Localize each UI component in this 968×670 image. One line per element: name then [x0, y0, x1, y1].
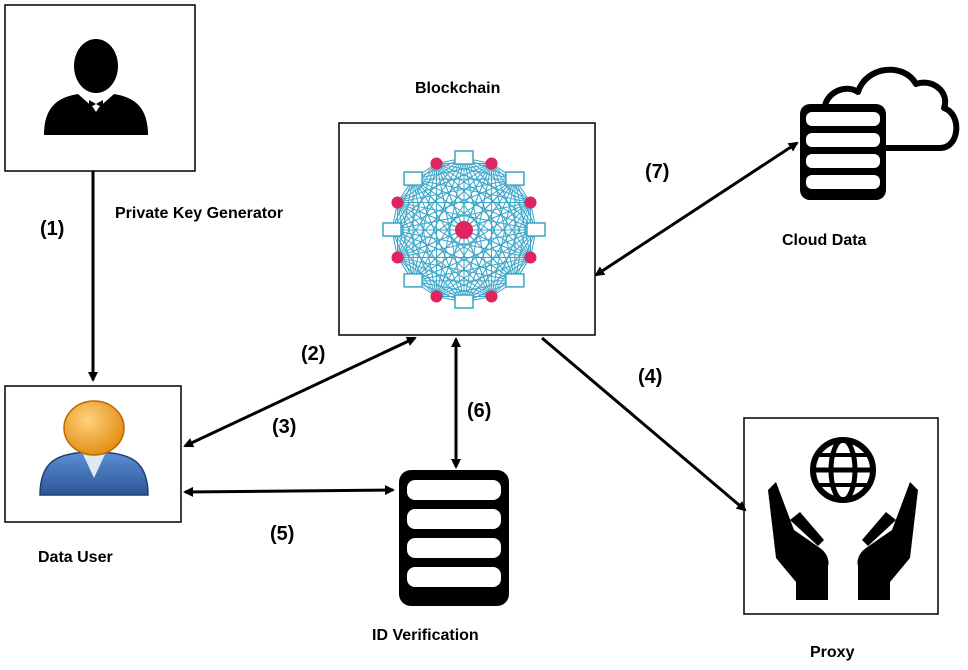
private-key-generator-label: Private Key Generator	[115, 205, 283, 222]
database-stack-icon	[800, 104, 886, 200]
mesh-link	[436, 178, 516, 297]
mesh-node	[455, 221, 473, 239]
mesh-link	[412, 178, 492, 297]
mesh-link	[463, 163, 493, 303]
mesh-link	[397, 202, 465, 303]
mesh-link	[391, 229, 492, 297]
edge-label-4: (4)	[638, 366, 662, 388]
mesh-node	[430, 290, 443, 303]
mesh-link	[412, 163, 437, 282]
mesh-device	[382, 222, 402, 237]
mesh-link	[463, 178, 516, 231]
network-mesh-icon	[382, 150, 546, 309]
mesh-link	[396, 202, 414, 282]
id-verification-label: ID Verification	[372, 627, 479, 644]
blockchain-node	[338, 122, 596, 336]
mesh-device	[403, 273, 423, 288]
mesh-node	[391, 251, 404, 264]
mesh-link	[397, 201, 465, 231]
mesh-link	[436, 163, 531, 203]
mesh-link	[491, 163, 537, 231]
mesh-link	[412, 280, 492, 298]
mesh-device	[403, 171, 423, 186]
mesh-link	[463, 157, 493, 297]
mesh-link	[391, 229, 437, 297]
mesh-link	[463, 163, 493, 231]
mesh-link	[491, 229, 537, 297]
mesh-device	[454, 150, 474, 165]
mesh-link	[463, 157, 531, 203]
mesh-link	[397, 157, 465, 203]
mesh-node	[485, 290, 498, 303]
mesh-link	[435, 229, 465, 297]
mesh-link	[397, 201, 537, 231]
mesh-link	[391, 163, 437, 231]
edge-label-5: (5)	[270, 523, 294, 545]
mesh-link	[412, 162, 492, 180]
mesh-node	[430, 157, 443, 170]
edge-label-7: (7)	[645, 161, 669, 183]
globe-hands-icon	[768, 437, 918, 600]
mesh-link	[463, 229, 516, 282]
mesh-node	[485, 157, 498, 170]
mesh-link	[463, 201, 531, 231]
mesh-link	[397, 229, 537, 259]
edge-2-3	[183, 336, 417, 448]
mesh-link	[397, 257, 465, 303]
mesh-link	[436, 163, 537, 231]
private-key-generator-node	[4, 4, 196, 172]
mesh-node	[391, 196, 404, 209]
mesh-link	[412, 178, 437, 297]
id-verification-node	[399, 470, 509, 606]
mesh-device	[505, 273, 525, 288]
mesh-link	[514, 202, 532, 282]
mesh-link	[397, 178, 516, 258]
data-user-node	[4, 385, 182, 523]
mesh-link	[396, 178, 414, 258]
proxy-label: Proxy	[810, 644, 855, 661]
mesh-link	[514, 178, 532, 258]
mesh-link	[436, 280, 516, 298]
mesh-link	[412, 178, 537, 231]
mesh-link	[412, 163, 492, 282]
database-stack-icon	[399, 470, 509, 606]
mesh-link	[463, 257, 531, 303]
cloud-data-node	[800, 66, 960, 200]
mesh-link	[463, 229, 493, 297]
edge-label-6: (6)	[467, 400, 491, 422]
mesh-link	[412, 202, 531, 282]
mesh-node	[524, 251, 537, 264]
mesh-link	[412, 178, 531, 258]
edge-5	[183, 485, 395, 497]
mesh-link	[436, 163, 516, 282]
mesh-link	[412, 229, 465, 282]
proxy-node	[743, 417, 939, 615]
mesh-node	[524, 196, 537, 209]
edge-label-1: (1)	[40, 218, 64, 240]
mesh-link	[435, 163, 465, 231]
data-user-label: Data User	[38, 549, 113, 566]
mesh-link	[391, 201, 531, 231]
mesh-device	[526, 222, 546, 237]
mesh-device	[454, 294, 474, 309]
mesh-link	[463, 229, 531, 259]
mesh-link	[436, 162, 516, 180]
edge-4	[541, 336, 747, 512]
mesh-link	[436, 163, 531, 258]
mesh-link	[391, 229, 531, 259]
edge-label-3: (3)	[272, 416, 296, 438]
cloud-data-label: Cloud Data	[782, 232, 867, 249]
user-avatar-icon	[39, 400, 149, 496]
mesh-link	[397, 229, 465, 259]
admin-person-icon	[44, 39, 148, 135]
edge-7	[594, 141, 799, 277]
blockchain-label: Blockchain	[415, 80, 500, 97]
mesh-link	[435, 163, 465, 303]
mesh-link	[435, 157, 465, 297]
edge-label-2: (2)	[301, 343, 325, 365]
mesh-link	[397, 202, 516, 282]
mesh-link	[412, 178, 465, 231]
mesh-device	[505, 171, 525, 186]
